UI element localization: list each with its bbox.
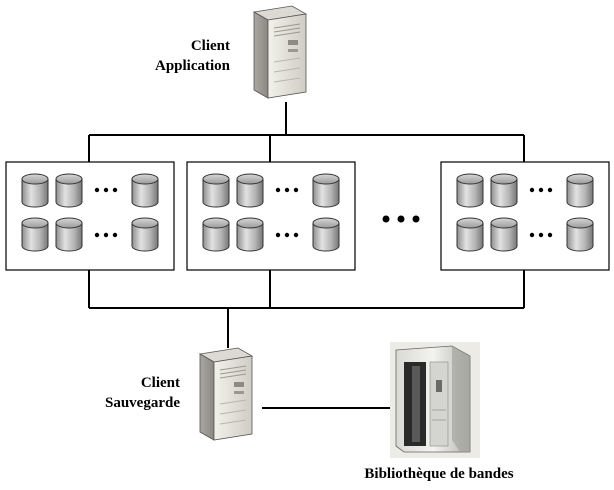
client-application-line1: Client <box>190 38 230 54</box>
backup-server-icon <box>199 347 253 441</box>
client-application-line2: Application <box>154 58 230 74</box>
more-arrays-ellipsis <box>382 215 420 223</box>
application-server-icon <box>253 5 307 99</box>
disk-array-1 <box>6 162 174 270</box>
tape-library-icon <box>390 342 480 458</box>
client-sauvegarde-line1: Client <box>140 375 180 391</box>
tape-library-label: Bibliothèque de bandes <box>364 466 514 482</box>
connection-lines <box>88 102 525 409</box>
client-application-label: Client Application <box>150 36 230 76</box>
disk-array-3 <box>441 162 609 270</box>
client-sauvegarde-line2: Sauvegarde <box>105 395 180 411</box>
disk-array-2 <box>187 162 355 270</box>
client-sauvegarde-label: Client Sauvegarde <box>100 373 180 413</box>
